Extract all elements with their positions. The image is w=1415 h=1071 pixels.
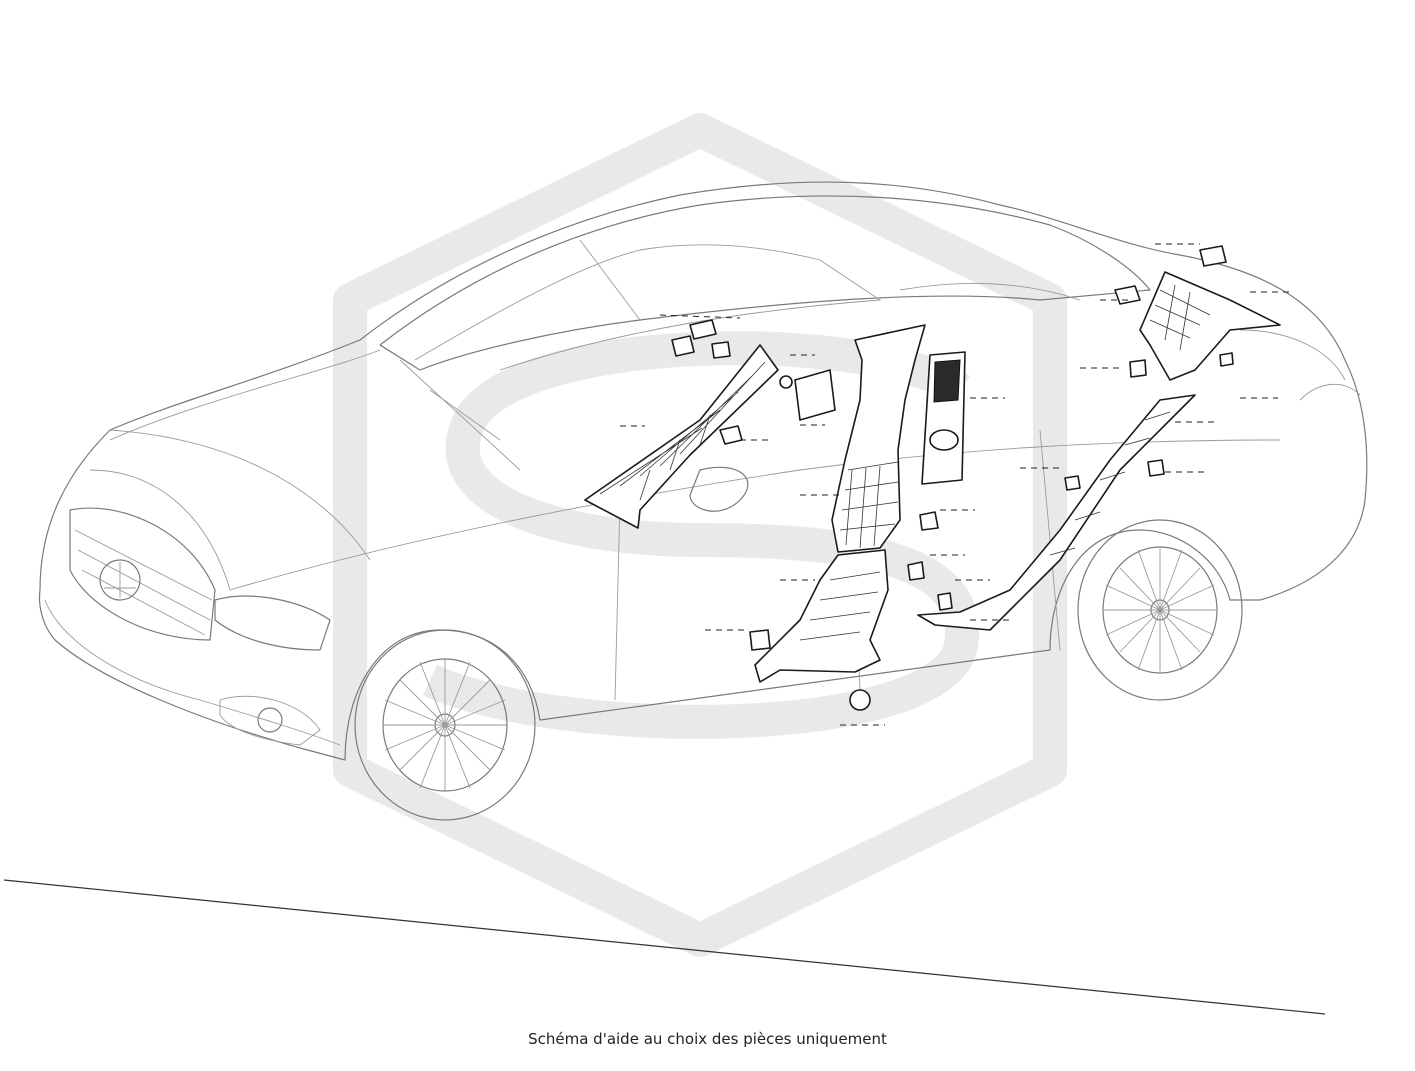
diagram-caption: Schéma d'aide au choix des pièces unique… (528, 1030, 887, 1048)
car-outline (38, 181, 1368, 761)
hexagon-s-logo-icon (333, 113, 1067, 957)
a-pillar-trim-icon (584, 344, 779, 529)
sill-trim-icon (917, 394, 1196, 631)
fastener-icon (749, 352, 1234, 711)
seatbelt-cover-icon (921, 351, 966, 485)
ground-line (3, 879, 1326, 1015)
leader-lines (620, 243, 1290, 726)
c-pillar-trim-icon (1114, 245, 1281, 381)
front-wheel-icon (354, 629, 536, 821)
rear-wheel-icon (1077, 519, 1243, 701)
b-pillar-trim-icon (754, 324, 926, 683)
clip-icon (671, 319, 836, 421)
